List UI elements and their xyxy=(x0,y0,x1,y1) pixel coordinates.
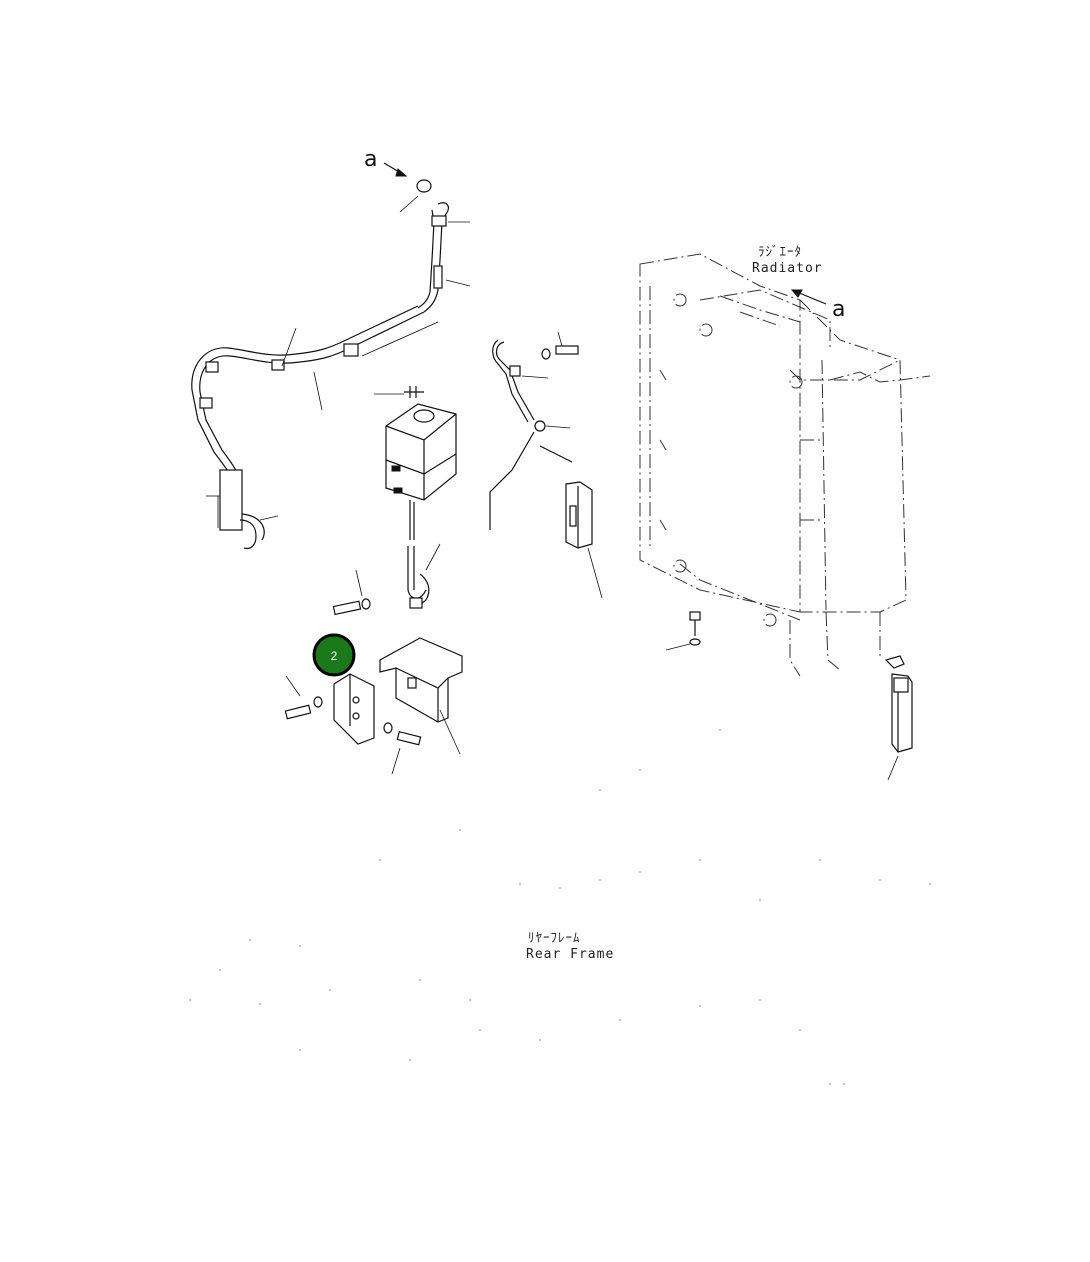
clamp-mid xyxy=(343,343,359,357)
clamp-left-2 xyxy=(205,361,219,373)
bolt-vertical xyxy=(433,265,443,289)
hose-assembly xyxy=(191,202,471,550)
clamp-left-1 xyxy=(271,359,285,371)
bolt-b xyxy=(284,704,312,720)
bolt-c xyxy=(396,730,422,746)
clamp-left-3 xyxy=(199,397,213,409)
rear-frame-phantom-dots xyxy=(189,729,931,1085)
cap-part xyxy=(416,179,432,193)
ref-a-top-group: a xyxy=(364,147,432,213)
clip-bracket-mid xyxy=(565,481,603,599)
tank-cap xyxy=(413,409,435,423)
ref-a-top-label: a xyxy=(364,147,377,172)
bolt-upper xyxy=(555,345,579,355)
joint xyxy=(534,420,546,432)
rear-frame-label-jp: ﾘﾔｰﾌﾚｰﾑ xyxy=(528,931,581,946)
clamp-overflow xyxy=(509,365,521,377)
hose-end-fitting xyxy=(409,597,423,609)
bolt-a xyxy=(332,600,362,616)
clamp-top xyxy=(431,215,447,227)
overflow-hose xyxy=(489,331,579,530)
washer-a xyxy=(361,598,371,610)
hose-guard xyxy=(219,469,243,531)
ref-a-right-label: a xyxy=(832,297,845,322)
radiator-bolt xyxy=(665,611,701,651)
clip-bracket-right xyxy=(884,655,913,781)
nut-upper xyxy=(541,348,551,360)
reservoir-tank xyxy=(374,386,457,609)
washer-c xyxy=(383,722,393,734)
rear-frame-label-group: ﾘﾔｰﾌﾚｰﾑ Rear Frame xyxy=(526,931,614,962)
hotspot-circle[interactable] xyxy=(312,633,356,677)
radiator-label-jp: ﾗｼﾞｴｰﾀ xyxy=(758,245,802,260)
rear-frame-label-en: Rear Frame xyxy=(526,947,614,962)
mount-bracket-assembly xyxy=(284,569,463,775)
radiator-label-en: Radiator xyxy=(752,261,823,276)
washer-b xyxy=(313,696,323,708)
radiator-phantom: ﾗｼﾞｴｰﾀ Radiator a xyxy=(639,245,931,677)
hotspot-number[interactable]: 2 xyxy=(331,649,338,663)
callout-hotspot-2[interactable]: 2 xyxy=(312,633,356,677)
